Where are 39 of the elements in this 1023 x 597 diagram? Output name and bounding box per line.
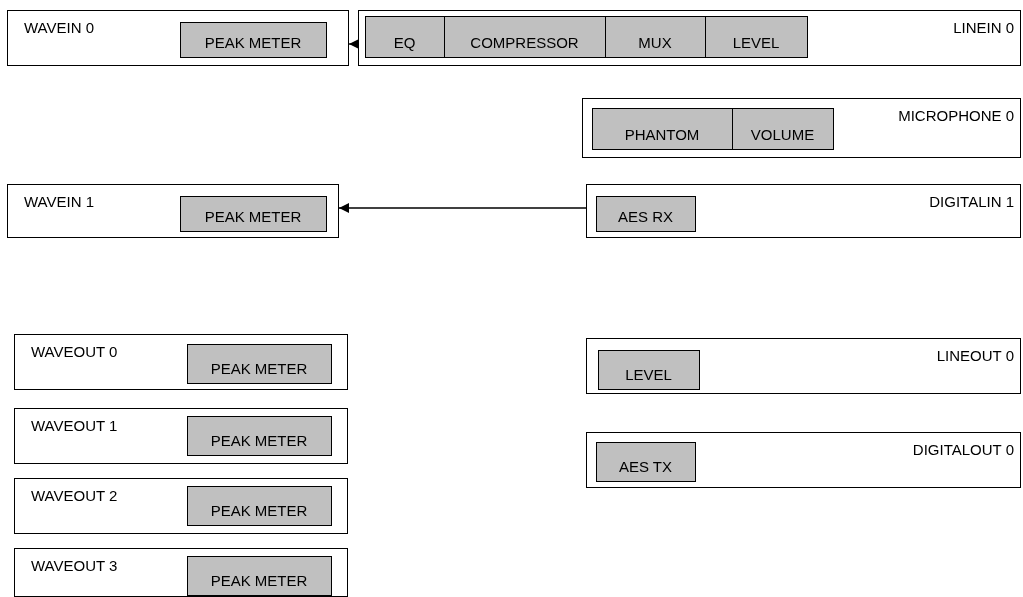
device-label: WAVEOUT 0	[31, 343, 118, 360]
device-label: WAVEOUT 3	[31, 557, 118, 574]
device-label: WAVEOUT 2	[31, 487, 118, 504]
device-label: WAVEOUT 1	[31, 417, 118, 434]
component-box: PEAK METER	[186, 555, 332, 596]
component-box: LEVEL	[704, 15, 808, 58]
component-box: PEAK METER	[179, 21, 327, 58]
device-box	[14, 548, 348, 597]
device-box	[586, 338, 1021, 394]
device-box	[358, 10, 1021, 66]
component-box: PEAK METER	[179, 195, 327, 232]
component-box: MUX	[604, 15, 706, 58]
arrow	[348, 39, 359, 49]
component-box: PEAK METER	[186, 415, 332, 456]
device-box	[582, 98, 1021, 158]
device-box	[7, 184, 339, 238]
device-box	[14, 478, 348, 534]
device-box	[7, 10, 349, 66]
component-box: EQ	[364, 15, 445, 58]
component-box: AES TX	[595, 441, 696, 482]
component-box: VOLUME	[731, 107, 834, 150]
component-box: PEAK METER	[186, 485, 332, 526]
device-label: LINEOUT 0	[936, 347, 1014, 364]
device-box	[586, 432, 1021, 488]
device-box	[14, 334, 348, 390]
component-box: PHANTOM	[591, 107, 733, 150]
device-label: WAVEIN 1	[24, 193, 94, 210]
device-box	[14, 408, 348, 464]
arrow	[338, 203, 587, 213]
device-label: DIGITALOUT 0	[912, 441, 1014, 458]
component-box: PEAK METER	[186, 343, 332, 384]
device-box	[586, 184, 1021, 238]
device-label: MICROPHONE 0	[898, 107, 1014, 124]
component-box: AES RX	[595, 195, 696, 232]
component-box: LEVEL	[597, 349, 700, 390]
device-label: DIGITALIN 1	[929, 193, 1014, 210]
device-label: LINEIN 0	[953, 19, 1014, 36]
component-box: COMPRESSOR	[443, 15, 606, 58]
device-label: WAVEIN 0	[24, 19, 94, 36]
